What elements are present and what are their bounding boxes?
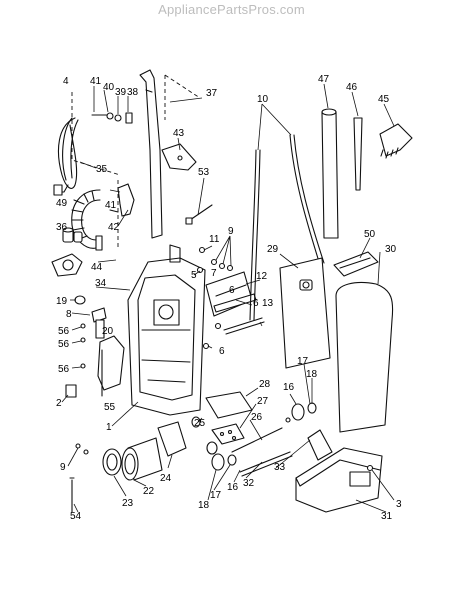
callout-31: 31: [381, 511, 393, 522]
callout-41: 41: [90, 76, 102, 87]
callout-36: 36: [56, 222, 68, 233]
motor-assembly: [102, 421, 187, 481]
hose-connector: [62, 227, 83, 243]
cord-clip: [109, 183, 135, 217]
wands-and-brush: [321, 108, 413, 239]
callout-42: 42: [108, 222, 120, 233]
callout-2: 2: [56, 398, 62, 409]
callout-16-upper: 16: [283, 382, 295, 393]
callout-13: 13: [262, 298, 274, 309]
callout-23: 23: [122, 498, 134, 509]
callout-41-lower: 41: [105, 200, 117, 211]
callout-17-upper: 17: [297, 356, 309, 367]
callout-54: 54: [70, 511, 82, 522]
callout-47: 47: [318, 74, 330, 85]
filter-and-brushroll-parts: [191, 391, 283, 455]
callout-24: 24: [160, 473, 172, 484]
callout-6-c: 6: [219, 346, 225, 357]
callout-3: 3: [396, 499, 402, 510]
callout-9-lower: 9: [60, 462, 66, 473]
callout-30: 30: [385, 244, 397, 255]
callout-5: 5: [191, 270, 197, 281]
hose-end-fitting: [51, 253, 83, 277]
callout-50: 50: [364, 229, 376, 240]
callout-6-a: 6: [229, 285, 235, 296]
callout-16-lower: 16: [227, 482, 239, 493]
belts: [249, 134, 325, 321]
callout-56-a: 56: [58, 326, 70, 337]
callout-56-b: 56: [58, 339, 70, 350]
callout-9-upper: 9: [228, 226, 234, 237]
callout-17-lower: 17: [210, 490, 222, 501]
callout-12: 12: [256, 271, 268, 282]
callout-35: 35: [96, 164, 108, 175]
callout-7: 7: [211, 268, 217, 279]
callout-11: 11: [209, 234, 220, 245]
callout-29: 29: [267, 244, 279, 255]
callout-18-upper: 18: [306, 369, 318, 380]
callout-10: 10: [257, 94, 269, 105]
handle-group-outline: [71, 74, 201, 250]
callout-43: 43: [173, 128, 185, 139]
filter-bag: [279, 257, 331, 369]
callout-19: 19: [56, 296, 68, 307]
callout-4: 4: [63, 76, 69, 87]
callout-20: 20: [102, 326, 114, 337]
callout-49: 49: [56, 198, 68, 209]
callout-34: 34: [95, 278, 107, 289]
lower-left-parts: [69, 443, 89, 513]
callout-56-c: 56: [58, 364, 70, 375]
watermark-text: AppliancePartsPros.com: [158, 2, 305, 17]
callout-45: 45: [378, 94, 390, 105]
base-assembly: [239, 429, 383, 513]
callout-6-b: 6: [253, 298, 259, 309]
cord-hook: [185, 204, 213, 225]
callout-1: 1: [106, 422, 112, 433]
left-small-parts: [65, 295, 125, 398]
callout-55: 55: [104, 402, 116, 413]
callout-53: 53: [198, 167, 210, 178]
hose: [71, 189, 103, 251]
callout-39: 39: [115, 87, 127, 98]
callout-44: 44: [91, 262, 103, 273]
wheels: [211, 402, 317, 471]
callout-labels: 4 41 40 39 38 37 43 35 41 53 49 42 36 44…: [56, 74, 402, 522]
callout-18-lower: 18: [198, 500, 210, 511]
callout-22: 22: [143, 486, 155, 497]
callout-26: 26: [251, 412, 263, 423]
callout-33: 33: [274, 462, 286, 473]
callout-8: 8: [66, 309, 72, 320]
callout-27: 27: [257, 396, 269, 407]
callout-38: 38: [127, 87, 139, 98]
callout-25: 25: [194, 418, 206, 429]
callout-32: 32: [243, 478, 255, 489]
handle-bracket: [161, 143, 197, 171]
main-housing: [127, 244, 206, 416]
callout-37: 37: [206, 88, 218, 99]
bag-door: [333, 251, 394, 433]
leader-lines: [61, 83, 395, 513]
screws-top: [91, 112, 133, 124]
mid-small-parts: [196, 246, 265, 350]
power-cord: [53, 117, 79, 196]
callout-46: 46: [346, 82, 358, 93]
callout-28: 28: [259, 379, 271, 390]
callout-40: 40: [103, 82, 115, 93]
handle-tube: [139, 69, 163, 239]
